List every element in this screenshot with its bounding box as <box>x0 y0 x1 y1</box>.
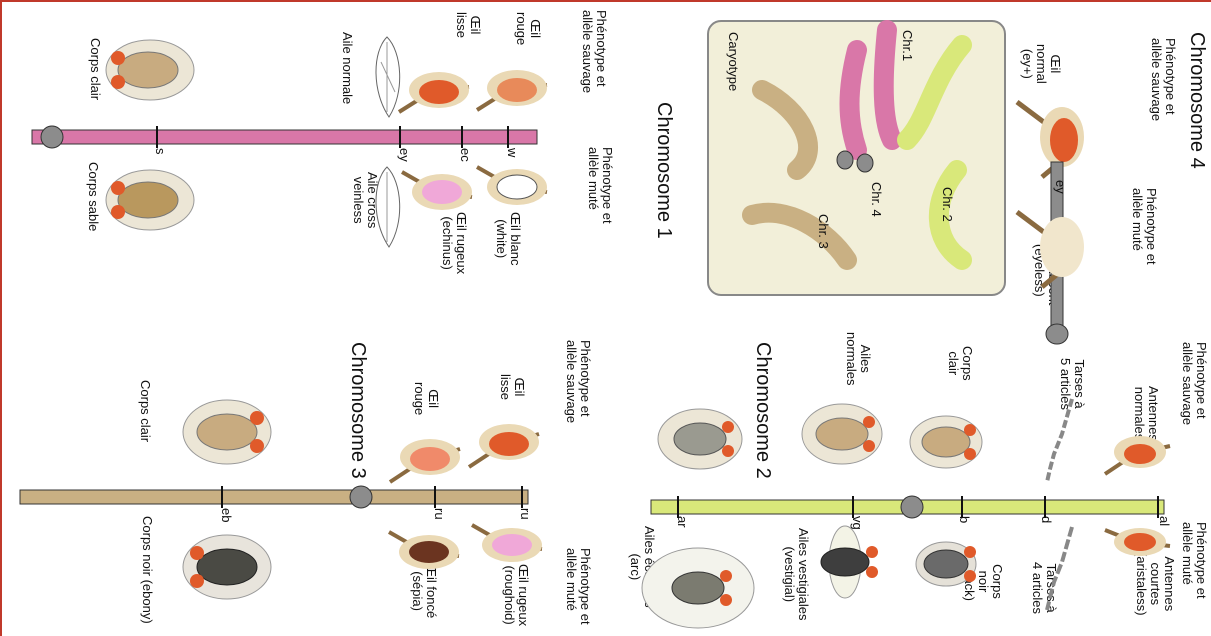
chr3-locus-ru-2: ru <box>432 508 447 520</box>
karyotype-drawing <box>707 20 1002 292</box>
chr2-wild-fly-normal-wings <box>797 392 887 477</box>
chr4-wild-header: Phénotype et allèle sauvage <box>1149 38 1177 121</box>
chr3-mutant-header: Phénotype et allèle muté <box>564 548 592 625</box>
chr4-title: Chromosome 4 <box>1186 32 1208 169</box>
chr1-locus-w: w <box>505 148 520 157</box>
chr2-wild-fly-light-body <box>906 402 986 482</box>
chr2-wild-antenna-head <box>1100 426 1175 482</box>
chr2-mutant-tarsus-leg <box>1032 522 1092 622</box>
chr3-wild-eye-red-head <box>385 427 470 489</box>
chr3-ru-wild-label-1: Œil lisse <box>498 374 526 400</box>
chr3-ru-mutant-label-1: Œil rugeux (roughoid) <box>502 564 530 626</box>
chr1-locus-ey: ey <box>397 148 412 162</box>
chr2-bar <box>647 494 1169 522</box>
chr1-ey-wild-label: Aile normale <box>340 32 354 104</box>
chr2-vg-wild-label: Ailes normales <box>844 332 872 385</box>
chr2-title: Chromosome 2 <box>752 342 774 479</box>
chr1-w-wild-label: Œil rouge <box>514 12 542 45</box>
chr1-mutant-header: Phénotype et allèle muté <box>586 147 614 224</box>
chr2-mutant-antenna-head <box>1100 522 1175 562</box>
chr3-wild-header: Phénotype et allèle sauvage <box>564 340 592 423</box>
chr2-b-wild-label: Corps clair <box>946 346 974 381</box>
chr3-mutant-eye-sepia-head <box>384 524 469 579</box>
chr2-mutant-fly-vestigial-wings <box>800 522 890 602</box>
chr1-mutant-eye-white-head <box>472 157 557 217</box>
chr1-wild-eye-red-head <box>472 60 557 120</box>
chr4-mutant-header: Phénotype et allèle muté <box>1130 188 1158 265</box>
chr1-s-mutant-label: Corps sable <box>86 162 100 231</box>
chr1-ec-wild-label: Œil lisse <box>454 12 482 38</box>
chr2-wild-tarsus-leg <box>1032 394 1092 494</box>
chr4-wild-eye-label: Œil normal (ey+) <box>1020 44 1062 84</box>
chr2-locus-ar: ar <box>675 516 690 528</box>
chr2-mutant-header: Phénotype et allèle muté <box>1180 522 1208 599</box>
chr1-mutant-fly-sable-body <box>100 152 200 247</box>
chr1-w-mutant-label: Œil blanc (white) <box>494 212 522 265</box>
chr2-wild-fly-dark <box>652 397 747 482</box>
chr3-wild-eye-smooth-head <box>464 412 549 474</box>
chr4-mutant-eye-head <box>1012 202 1092 292</box>
chr1-wild-wing <box>367 32 407 122</box>
chr3-eb-wild-label: Corps clair <box>138 380 152 442</box>
chr1-mutant-wing <box>367 162 407 252</box>
chr2-locus-b: b <box>957 516 972 523</box>
chr1-wild-fly-light-body <box>100 22 200 117</box>
karyotype-chr1-label: Chr.1 <box>900 30 914 61</box>
chr3-eb-mutant-label: Corps noir (ebony) <box>140 516 154 624</box>
karyotype-chr4-label: Chr. 4 <box>869 182 883 217</box>
chr2-mutant-fly-arc-wings <box>638 542 758 634</box>
chr3-title: Chromosome 3 <box>347 342 369 479</box>
chr1-mutant-eye-echinus-head <box>397 162 482 222</box>
karyotype-chr3-label: Chr. 3 <box>816 214 830 249</box>
chr2-wild-header: Phénotype et allèle sauvage <box>1180 342 1208 425</box>
chr3-ru-wild-label-2: Œil rouge <box>412 382 440 415</box>
chr2-mutant-fly-black-body <box>906 524 986 604</box>
chr1-locus-ec: ec <box>458 148 473 162</box>
chr1-title: Chromosome 1 <box>653 102 675 239</box>
karyotype-chr2-label: Chr. 2 <box>940 187 954 222</box>
chr4-locus-ey: ey <box>1053 180 1068 194</box>
chr3-wild-fly-light-body <box>177 382 277 482</box>
chr1-wild-header: Phénotype et allèle sauvage <box>580 10 608 93</box>
chr3-mutant-fly-ebony-body <box>177 517 277 617</box>
chr3-mutant-eye-roughoid-head <box>467 517 552 572</box>
